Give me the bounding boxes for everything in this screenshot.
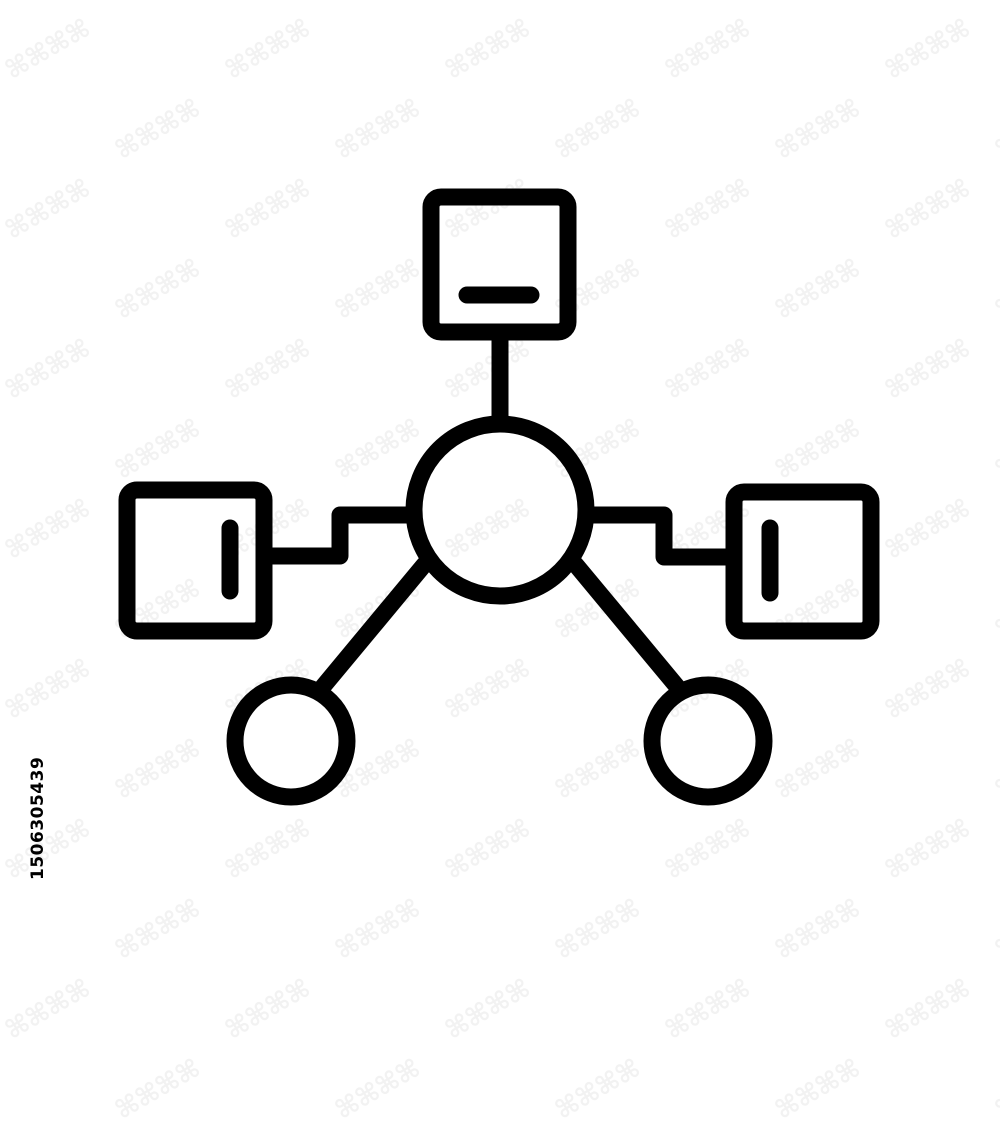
network-topology-icon — [118, 188, 880, 806]
right-node-box — [725, 483, 880, 640]
connector-right — [578, 506, 743, 566]
watermark-tile: ⌘⌘⌘⌘ — [330, 1053, 426, 1126]
connector-bottom-left — [312, 556, 433, 698]
watermark-tile: ⌘⌘⌘⌘ — [770, 1053, 866, 1126]
hub-node — [405, 415, 595, 605]
top-node-box — [422, 188, 577, 341]
bottom-left-node — [226, 676, 356, 806]
connector-left — [259, 506, 422, 565]
connector-lines — [259, 326, 743, 698]
stock-id-label: 1506305439 — [28, 756, 48, 880]
left-node — [118, 481, 273, 640]
right-node — [725, 483, 880, 640]
connector-bottom-right — [567, 556, 688, 698]
bottom-right-node — [643, 676, 773, 806]
top-node — [422, 188, 577, 341]
watermark-tile: ⌘⌘⌘⌘ — [550, 1053, 646, 1126]
watermark-tile: ⌘⌘⌘⌘ — [110, 1053, 206, 1126]
watermark-tile: ⌘⌘⌘⌘ — [990, 1053, 1000, 1126]
left-node-box — [118, 481, 273, 640]
